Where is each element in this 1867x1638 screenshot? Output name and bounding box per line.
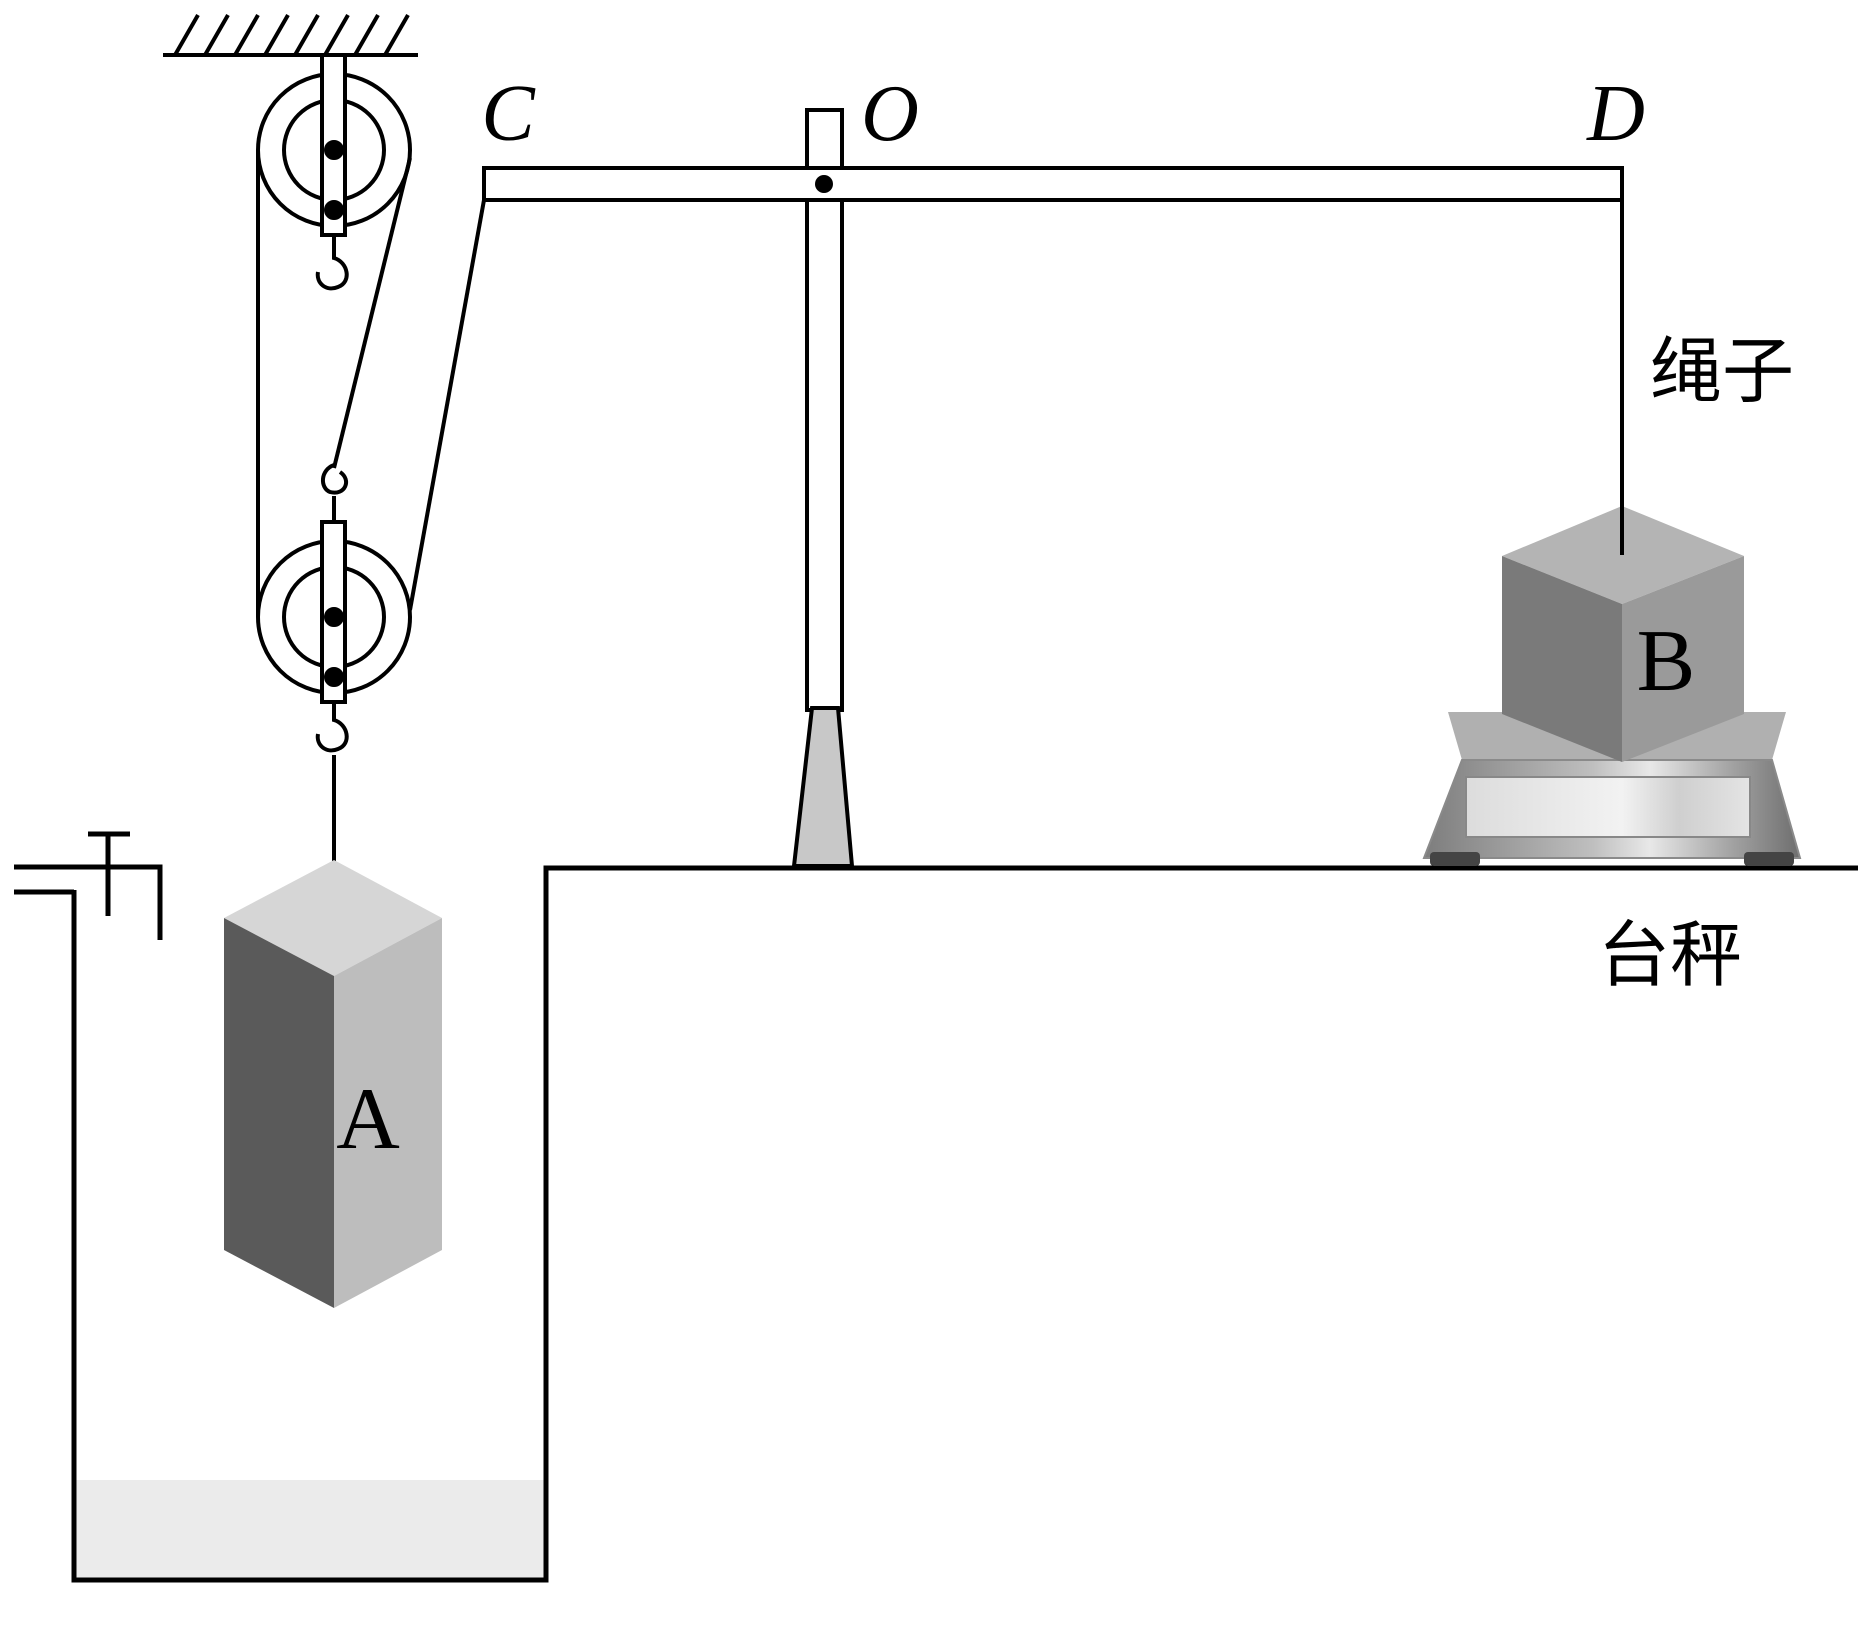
- block-b-label: B: [1637, 613, 1696, 710]
- movable-pulley: [256, 463, 412, 753]
- lever-bar: [482, 166, 1624, 202]
- block-b: B: [1502, 506, 1744, 762]
- fixed-pulley: [256, 53, 412, 291]
- pulley-ropes: [256, 150, 486, 918]
- pivot-o: [815, 175, 833, 193]
- label-scale: 台秤: [1598, 913, 1742, 997]
- label-rope: 绳子: [1650, 329, 1794, 413]
- block-a: A: [224, 860, 442, 1308]
- water: [74, 1480, 546, 1580]
- ceiling: [163, 14, 418, 57]
- fulcrum-stand: [791, 108, 855, 868]
- label-c: C: [481, 70, 536, 158]
- water-tank: [71, 865, 1858, 1583]
- label-d: D: [1586, 70, 1645, 158]
- block-a-label: A: [336, 1071, 400, 1168]
- faucet: [14, 831, 163, 940]
- label-o: O: [861, 70, 919, 158]
